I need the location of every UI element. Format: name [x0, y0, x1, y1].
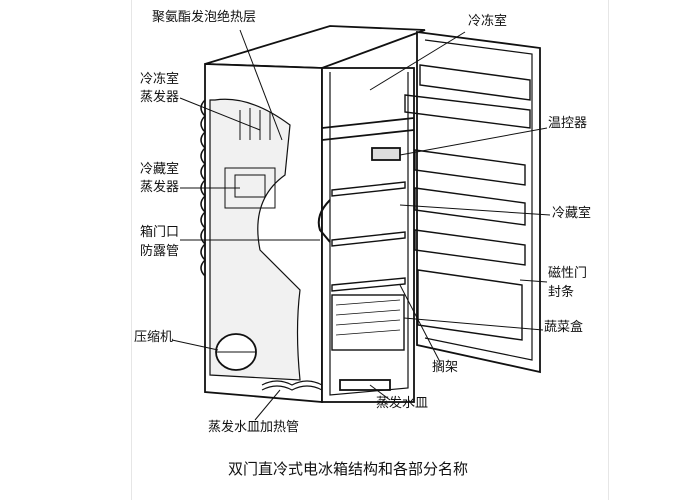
label-door-pipe-1: 箱门口 — [140, 225, 180, 240]
heater-pipe — [261, 380, 323, 391]
label-door-seal-2: 封条 — [548, 285, 575, 300]
shelves — [331, 181, 406, 292]
label-compressor: 压缩机 — [134, 330, 174, 345]
label-drip-heater: 蒸发水皿加热管 — [208, 420, 300, 435]
label-fridge: 冷藏室 — [552, 206, 592, 221]
label-drip-tray: 蒸发水皿 — [376, 396, 429, 411]
left-border — [131, 0, 132, 500]
label-insulation: 聚氨酯发泡绝热层 — [152, 10, 257, 25]
label-thermostat: 温控器 — [548, 116, 588, 131]
drip-tray — [339, 379, 391, 391]
label-crisper: 蔬菜盒 — [544, 320, 584, 335]
right-border — [608, 0, 609, 500]
label-fridge-evaporator-2: 蒸发器 — [140, 180, 180, 195]
leader-lines — [171, 29, 551, 421]
label-shelf: 搁架 — [432, 360, 459, 375]
label-freezer-evaporator-2: 蒸发器 — [140, 90, 180, 105]
label-door-seal-1: 磁性门 — [548, 266, 588, 281]
label-door-pipe-2: 防露管 — [140, 244, 180, 259]
cabinet-top — [204, 25, 426, 69]
thermostat-box — [371, 147, 401, 161]
door-shelves — [404, 64, 531, 341]
cabinet-front — [321, 67, 415, 403]
figure-caption: 双门直冷式电冰箱结构和各部分名称 — [228, 460, 469, 478]
compartment-divider — [321, 117, 415, 129]
label-fridge-evaporator-1: 冷藏室 — [140, 162, 180, 177]
label-freezer-evaporator-1: 冷冻室 — [140, 72, 180, 87]
label-freezer: 冷冻室 — [468, 14, 508, 29]
door-frame-pipe — [317, 199, 331, 243]
